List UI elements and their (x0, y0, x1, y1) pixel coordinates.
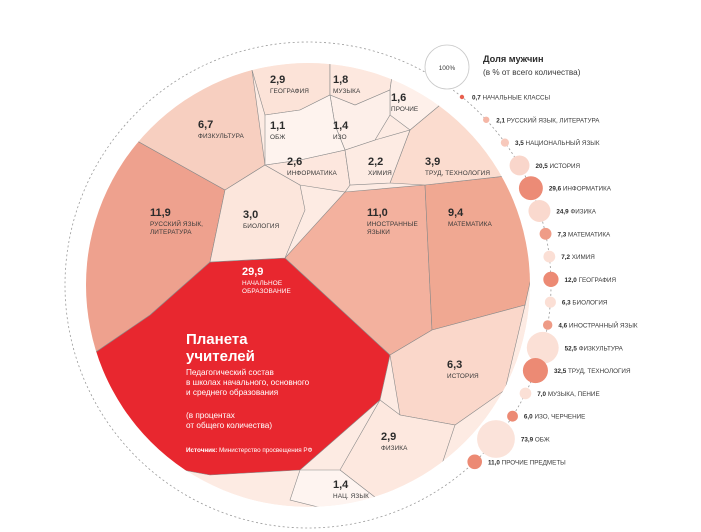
bubble-subtitle: (в % от всего количества) (483, 68, 581, 77)
cell-fizika-value: 2,9 (381, 431, 396, 443)
cell-geografiya-label: ГЕОГРАФИЯ (270, 88, 309, 95)
cell-obzh-value: 1,1 (270, 120, 285, 132)
bubble-9 (543, 271, 559, 288)
bubble-6 (528, 200, 551, 222)
cell-biologiya-label: БИОЛОГИЯ (243, 223, 280, 230)
bubble-1 (459, 94, 465, 100)
bubble-label-12: 52,5 ФИЗКУЛЬТУРА (565, 345, 624, 352)
bubble-label-2: 2,1 РУССКИЙ ЯЗЫК, ЛИТЕРАТУРА (496, 115, 600, 124)
cell-prochie-value: 1,6 (391, 92, 406, 104)
cell-izo-value: 1,4 (333, 120, 349, 132)
bubble-label-8: 7,2 ХИМИЯ (561, 254, 595, 261)
bubble-3 (500, 138, 510, 147)
chart-subtitle: в школах начального, основного (186, 378, 310, 387)
chart-unit-note: (в процентах (186, 411, 235, 420)
cell-russkiy-label: РУССКИЙ ЯЗЫК, (150, 219, 203, 228)
cell-nachalnoe-label: НАЧАЛЬНОЕ (242, 280, 282, 287)
bubble-15 (507, 410, 518, 422)
cell-istoriya-value: 6,3 (447, 359, 462, 371)
cell-obzh-label: ОБЖ (270, 134, 285, 141)
bubble-label-10: 6,3 БИОЛОГИЯ (562, 300, 608, 307)
bubble-label-16: 73,9 ОБЖ (521, 437, 550, 444)
bubble-4 (509, 155, 530, 176)
chart-subtitle: и среднего образования (186, 388, 278, 397)
bubble-legend: 100% Доля мужчин (в % от всего количества)… (424, 44, 638, 470)
cell-fizika-label: ФИЗИКА (381, 445, 408, 452)
cell-muzyka-value: 1,8 (333, 74, 348, 86)
cell-trud-value: 3,9 (425, 156, 440, 168)
cell-nac-yazyk-shape (289, 469, 386, 507)
bubble-label-6: 24,9 ФИЗИКА (556, 209, 596, 216)
bubble-label-14: 7,0 МУЗЫКА, ПЕНИЕ (537, 391, 599, 398)
bubble-8 (543, 250, 556, 263)
bubble-label-7: 7,3 МАТЕМАТИКА (557, 231, 611, 238)
cell-muzyka-label: МУЗЫКА (333, 88, 361, 95)
bubble-label-5: 29,6 ИНФОРМАТИКА (549, 186, 612, 193)
bubble-16 (477, 420, 515, 458)
bubble-13 (522, 358, 548, 384)
bubble-label-9: 12,0 ГЕОГРАФИЯ (565, 277, 617, 284)
reference-bubble-label: 100% (439, 65, 456, 72)
cell-himiya-value: 2,2 (368, 156, 383, 168)
cell-nac-yazyk-value: 1,4 (333, 479, 349, 491)
bubble-label-13: 32,5 ТРУД, ТЕХНОЛОГИЯ (554, 368, 631, 375)
cell-trud-label: ТРУД, ТЕХНОЛОГИЯ (425, 170, 490, 177)
cell-matematika-label: МАТЕМАТИКА (448, 221, 492, 228)
bubble-11 (542, 320, 553, 330)
bubble-label-15: 6,0 ИЗО, ЧЕРЧЕНИЕ (524, 414, 585, 421)
cell-inostrannye-label: ИНОСТРАННЫЕ (367, 221, 418, 228)
cell-geografiya-value: 2,9 (270, 74, 285, 86)
bubble-17 (467, 454, 483, 470)
cell-izo-label: ИЗО (333, 134, 347, 141)
chart-title-line2: учителей (186, 348, 255, 365)
source-note: Источник: Министерство просвещения РФ (186, 447, 313, 454)
cell-istoriya-label: ИСТОРИЯ (447, 373, 479, 380)
cell-russkiy-value: 11,9 (150, 207, 171, 219)
cell-biologiya-value: 3,0 (243, 209, 258, 221)
cell-informatika-label: ИНФОРМАТИКА (287, 170, 338, 177)
cell-nachalnoe-label: ОБРАЗОВАНИЕ (242, 288, 291, 295)
cell-inostrannye-label: ЯЗЫКИ (367, 229, 390, 236)
cell-himiya-label: ХИМИЯ (368, 170, 392, 177)
bubble-label-4: 20,5 ИСТОРИЯ (535, 163, 580, 170)
chart-title-line1: Планета (186, 331, 248, 348)
reference-bubble (424, 44, 470, 90)
chart-subtitle: Педагогический состав (186, 368, 274, 377)
cell-nac-yazyk-label: НАЦ. ЯЗЫК (333, 493, 369, 500)
bubble-label-1: 0,7 НАЧАЛЬНЫЕ КЛАССЫ (472, 95, 551, 102)
cell-russkiy-label: ЛИТЕРАТУРА (150, 229, 192, 236)
bubble-label-17: 11,0 ПРОЧИЕ ПРЕДМЕТЫ (488, 459, 566, 466)
cells-group (86, 63, 530, 507)
cell-fizkultura-value: 6,7 (198, 119, 213, 131)
cell-nachalnoe-value: 29,9 (242, 266, 263, 278)
bubble-12 (526, 331, 559, 364)
cell-matematika-value: 9,4 (448, 207, 464, 219)
cell-obzh-shape (264, 94, 346, 166)
cell-prochie-label: ПРОЧИЕ (391, 106, 418, 113)
bubble-label-11: 4,6 ИНОСТРАННЫЙ ЯЗЫК (558, 321, 638, 330)
chart-unit-note: от общего количества) (186, 421, 272, 430)
cell-informatika-value: 2,6 (287, 156, 302, 168)
bubble-14 (519, 387, 532, 400)
cell-fizkultura-label: ФИЗКУЛЬТУРА (198, 133, 244, 140)
bubble-title: Доля мужчин (483, 54, 544, 64)
bubble-label-3: 3,5 НАЦИОНАЛЬНЫЙ ЯЗЫК (515, 138, 600, 147)
bubble-10 (544, 296, 556, 308)
cell-inostrannye-value: 11,0 (367, 207, 388, 219)
bubble-7 (539, 227, 552, 240)
bubble-2 (483, 116, 490, 123)
bubble-5 (518, 176, 543, 201)
